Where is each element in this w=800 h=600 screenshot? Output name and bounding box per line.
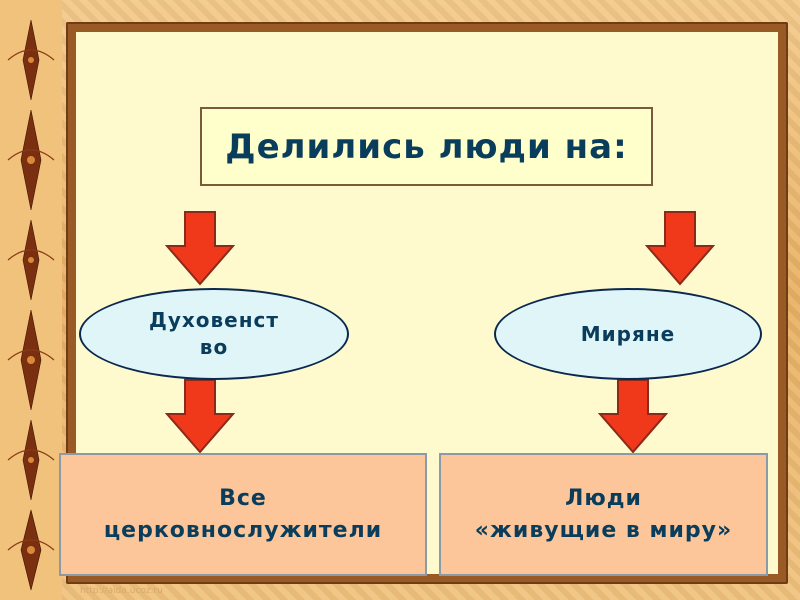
watermark: http://aida.ucoz.ru (80, 586, 163, 596)
clergy-description: Все церковнослужители (104, 483, 382, 547)
arrow-title-to-laity (645, 211, 715, 286)
title-box: Делились люди на: (200, 107, 653, 186)
laity-description: Люди «живущие в миру» (475, 483, 732, 547)
clergy-label: Духовенст во (149, 307, 279, 361)
arrow-laity-to-description (598, 379, 668, 454)
clergy-label-line1: Духовенст (149, 308, 279, 332)
clergy-label-line2: во (199, 335, 229, 359)
laity-label: Миряне (580, 321, 676, 346)
clergy-ellipse: Духовенст во (79, 288, 349, 380)
arrow-clergy-to-description (165, 379, 235, 454)
arrow-title-to-clergy (165, 211, 235, 286)
ornament-border-left (0, 0, 62, 600)
title-text: Делились люди на: (225, 126, 628, 167)
laity-description-line2: «живущие в миру» (474, 517, 733, 543)
clergy-description-box: Все церковнослужители (59, 453, 427, 576)
clergy-description-line1: Все (219, 485, 267, 511)
laity-description-box: Люди «живущие в миру» (439, 453, 768, 576)
clergy-description-line2: церковнослужители (103, 517, 383, 543)
laity-description-line1: Люди (565, 485, 642, 511)
laity-ellipse: Миряне (494, 288, 762, 380)
